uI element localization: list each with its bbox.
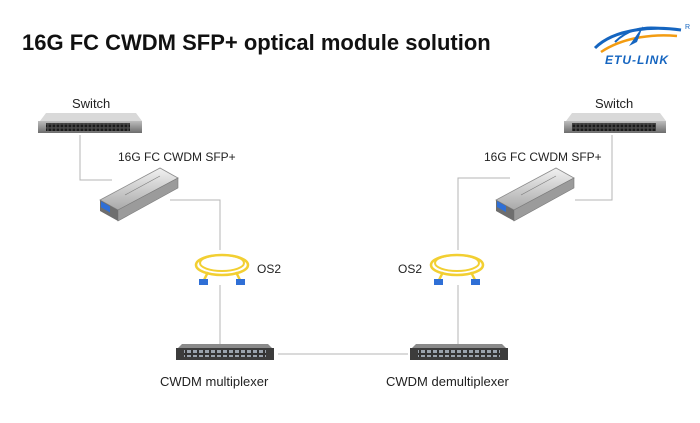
right-sfp-module	[495, 167, 575, 222]
line-left-module-to-cable	[170, 199, 221, 250]
logo-registered-mark: R	[685, 24, 690, 31]
lc-connector-icon	[471, 279, 480, 285]
cwdm-multiplexer	[176, 344, 274, 360]
right-fiber-cable	[429, 253, 485, 285]
left-module-label: 16G FC CWDM SFP+	[118, 150, 236, 164]
multiplexer-label: CWDM multiplexer	[160, 374, 269, 389]
line-right-switch-to-module	[575, 135, 613, 201]
lc-connector-icon	[434, 279, 443, 285]
line-left-switch-to-module	[79, 135, 112, 181]
right-switch	[564, 113, 666, 133]
left-switch-label: Switch	[72, 96, 111, 111]
logo-text: ETU-LINK	[605, 53, 669, 67]
left-fiber-cable	[194, 253, 250, 285]
cwdm-demultiplexer	[410, 344, 508, 360]
left-switch	[38, 113, 142, 133]
line-right-module-to-cable	[457, 177, 510, 250]
demultiplexer-label: CWDM demultiplexer	[386, 374, 509, 389]
right-switch-label: Switch	[595, 96, 634, 111]
logo-swoosh-icon: R ETU-LINK	[593, 24, 690, 67]
right-cable-label: OS2	[398, 262, 423, 276]
left-sfp-module	[99, 167, 179, 222]
etu-link-logo: R ETU-LINK	[585, 20, 695, 68]
page-title: 16G FC CWDM SFP+ optical module solution	[22, 30, 491, 55]
left-cable-label: OS2	[257, 262, 282, 276]
right-module-label: 16G FC CWDM SFP+	[484, 150, 602, 164]
connection-lines	[79, 135, 613, 355]
lc-connector-icon	[199, 279, 208, 285]
lc-connector-icon	[236, 279, 245, 285]
